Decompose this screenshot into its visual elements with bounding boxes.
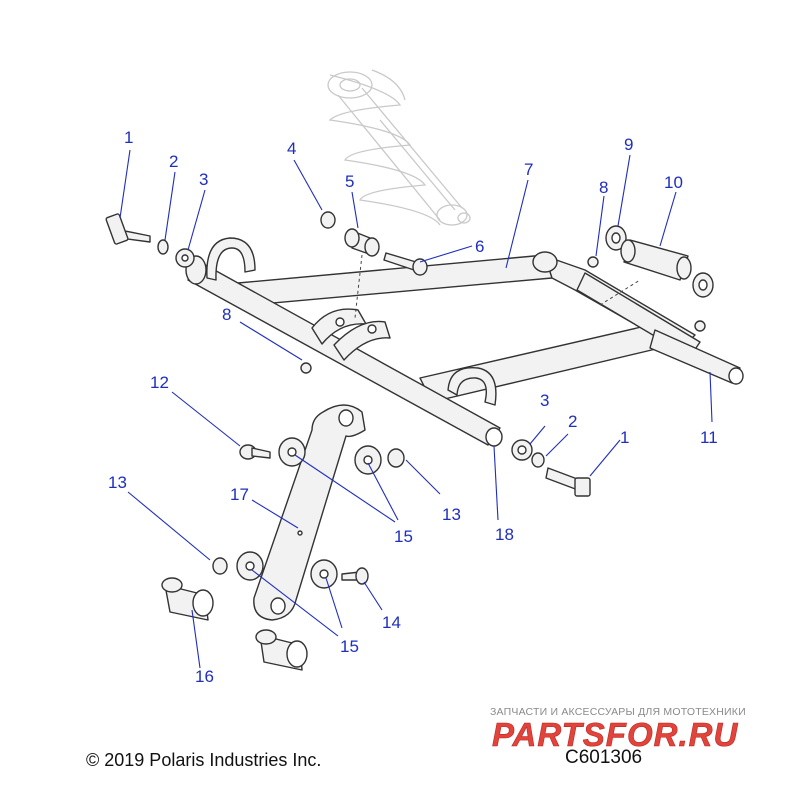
callout-11: 11 bbox=[700, 428, 718, 447]
link-assembly bbox=[161, 404, 405, 671]
callout-13-left: 13 bbox=[108, 473, 127, 492]
callout-18: 18 bbox=[495, 525, 514, 544]
callout-8-top: 8 bbox=[599, 178, 608, 197]
callout-12: 12 bbox=[150, 373, 169, 392]
callout-10: 10 bbox=[664, 173, 683, 192]
callout-15-upper: 15 bbox=[394, 527, 413, 546]
callout-2-top: 2 bbox=[169, 152, 178, 171]
callout-16: 16 bbox=[195, 667, 214, 686]
diagram-code: C601306 bbox=[565, 747, 643, 768]
callout-5: 5 bbox=[345, 172, 354, 191]
callout-4: 4 bbox=[287, 139, 296, 158]
hardware-top bbox=[105, 211, 714, 374]
callout-9: 9 bbox=[624, 135, 633, 154]
copyright-notice: © 2019 Polaris Industries Inc. bbox=[86, 750, 322, 770]
callout-1-lower: 1 bbox=[620, 428, 629, 447]
callout-13-right: 13 bbox=[442, 505, 461, 524]
hardware-lower-right bbox=[511, 439, 591, 497]
callout-leaders bbox=[119, 149, 713, 669]
callout-7: 7 bbox=[524, 160, 533, 179]
callout-8-left: 8 bbox=[222, 305, 231, 324]
callout-labels: 1 2 3 4 5 6 7 8 9 10 8 11 12 13 13 17 15… bbox=[108, 128, 718, 686]
callout-3-lower: 3 bbox=[540, 391, 549, 410]
watermark-logo-text: PARTSFOR.RU bbox=[492, 716, 738, 752]
callout-2-lower: 2 bbox=[568, 412, 577, 431]
shock-absorber bbox=[327, 69, 471, 226]
callout-6: 6 bbox=[475, 237, 484, 256]
callout-15-lower: 15 bbox=[340, 637, 359, 656]
callout-14: 14 bbox=[382, 613, 401, 632]
watermark-logo: PARTSFOR.RU bbox=[492, 716, 738, 752]
callout-3-top: 3 bbox=[199, 170, 208, 189]
a-arm-assembly bbox=[185, 237, 744, 447]
callout-17: 17 bbox=[230, 485, 249, 504]
watermark-tagline: ЗАПЧАСТИ И АКСЕССУАРЫ ДЛЯ МОТОТЕХНИКИ bbox=[490, 706, 746, 718]
callout-1-top: 1 bbox=[124, 128, 133, 147]
